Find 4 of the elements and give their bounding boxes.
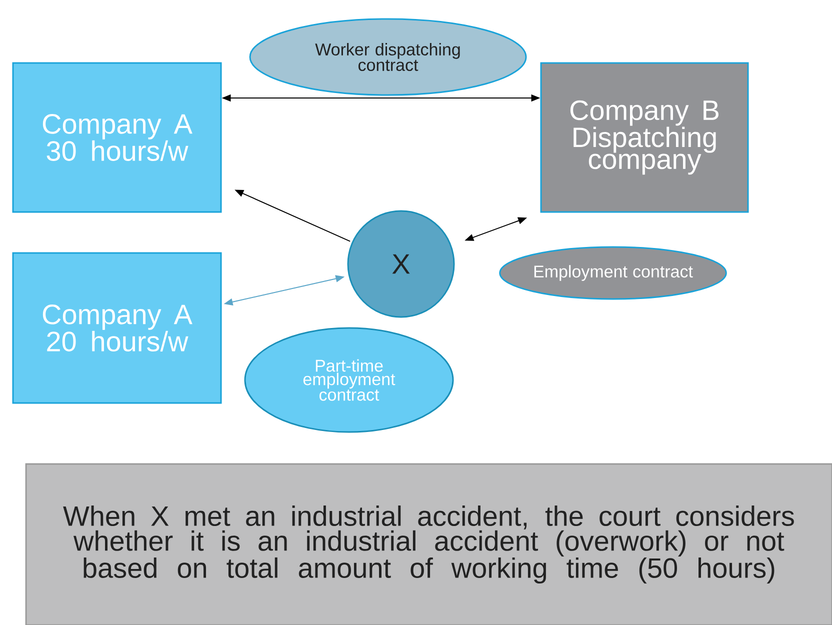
company-box: Company A 30 hours/w (12, 62, 222, 213)
company-box: Company B Dispatching company (540, 62, 749, 213)
company-box: Company A 20 hours/w (12, 252, 222, 404)
note-box: When X met an industrial accident, the court considers whether it is an industrial accident (overwork) or not based on total amount of working time (50 hours) (25, 463, 832, 625)
